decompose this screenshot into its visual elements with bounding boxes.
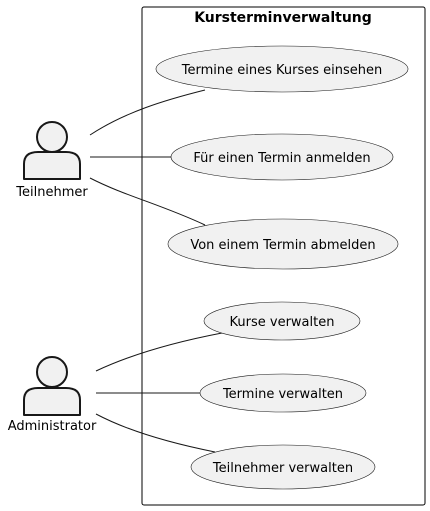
actor-label: Administrator xyxy=(8,419,97,434)
association-teilnehmer-uc3 xyxy=(89,177,206,226)
system-boundary-title: Kursterminverwaltung xyxy=(194,10,372,26)
person-icon xyxy=(23,356,81,416)
use-case-termin-abmelden: Von einem Termin abmelden xyxy=(167,218,399,270)
use-case-termin-anmelden: Für einen Termin anmelden xyxy=(170,133,394,181)
use-case-label: Teilnehmer verwalten xyxy=(212,461,353,476)
use-case-label: Von einem Termin abmelden xyxy=(190,238,375,253)
actor-teilnehmer: Teilnehmer xyxy=(15,121,88,200)
use-case-termine-einsehen: Termine eines Kurses einsehen xyxy=(155,45,409,93)
use-case-label: Termine eines Kurses einsehen xyxy=(181,63,382,78)
association-administrator-uc4 xyxy=(95,332,223,372)
actor-administrator: Administrator xyxy=(8,356,97,434)
use-case-kurse-verwalten: Kurse verwalten xyxy=(203,301,361,341)
use-case-label: Termine verwalten xyxy=(222,387,343,402)
person-icon xyxy=(23,121,81,180)
association-administrator-uc6 xyxy=(95,413,216,453)
association-teilnehmer-uc1 xyxy=(89,89,206,136)
use-case-label: Kurse verwalten xyxy=(230,315,335,330)
use-case-teilnehmer-verwalten: Teilnehmer verwalten xyxy=(190,444,376,490)
actor-label: Teilnehmer xyxy=(15,185,88,200)
use-case-label: Für einen Termin anmelden xyxy=(193,151,370,166)
use-case-termine-verwalten: Termine verwalten xyxy=(199,373,367,413)
